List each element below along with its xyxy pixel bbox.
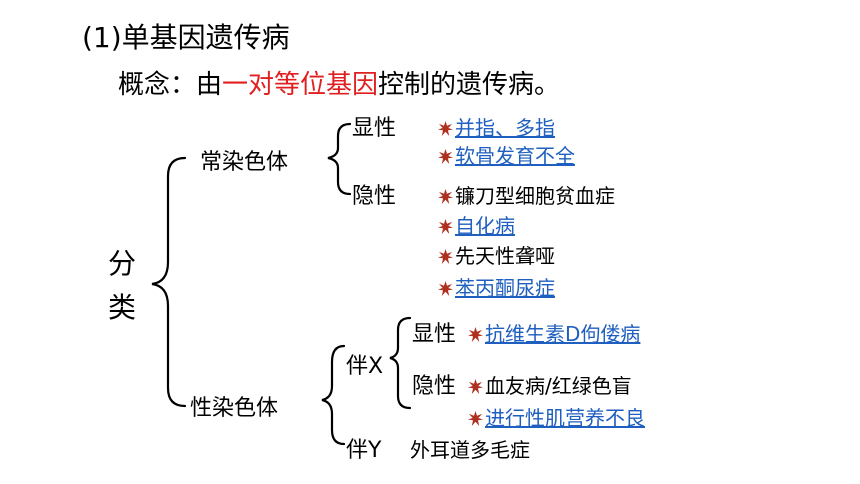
disease-hypertrichosis: 外耳道多毛症 <box>410 438 530 462</box>
list-item: 并指、多指 <box>438 112 555 141</box>
disease-link-albinism[interactable]: 自化病 <box>455 214 515 238</box>
sex-chromosome-label: 性染色体 <box>190 396 279 421</box>
bracket-sex-chromosome <box>321 344 346 446</box>
list-item: 软骨发育不全 <box>438 140 575 169</box>
disease-link-vitamin-d-rickets[interactable]: 抗维生素D佝偻病 <box>485 322 641 346</box>
x-recessive-label: 隐性 <box>412 374 457 399</box>
list-item: 进行性肌营养不良 <box>468 402 645 431</box>
disease-link-achondroplasia[interactable]: 软骨发育不全 <box>455 144 575 168</box>
autosomal-recessive-label: 隐性 <box>352 184 397 209</box>
list-item: 镰刀型细胞贫血症 <box>438 180 615 209</box>
disease-sickle-cell: 镰刀型细胞贫血症 <box>455 184 615 208</box>
disease-link-pku[interactable]: 苯丙酮尿症 <box>455 276 555 300</box>
splat-bullet-icon <box>438 249 453 264</box>
disease-hemophilia-colorblind: 血友病/红绿色盲 <box>485 374 632 398</box>
splat-bullet-icon <box>468 411 483 426</box>
bracket-autosomal <box>327 122 352 196</box>
y-linked-label: 伴Y <box>346 438 382 463</box>
x-linked-label: 伴X <box>346 354 384 379</box>
disease-deafness: 先天性聋哑 <box>455 244 555 268</box>
disease-link-polydactyly[interactable]: 并指、多指 <box>455 116 555 140</box>
splat-bullet-icon <box>468 379 483 394</box>
splat-bullet-icon <box>438 189 453 204</box>
list-item: 抗维生素D佝偻病 <box>468 318 640 347</box>
bracket-classification <box>151 156 187 408</box>
concept-suffix: 控制的遗传病。 <box>378 70 561 100</box>
autosomal-label: 常染色体 <box>200 150 289 175</box>
list-item: 自化病 <box>438 210 515 239</box>
splat-bullet-icon <box>438 219 453 234</box>
splat-bullet-icon <box>438 281 453 296</box>
section-title: (1)单基因遗传病 <box>82 21 290 54</box>
list-item: 先天性聋哑 <box>438 240 555 269</box>
classification-label-2: 类 <box>108 291 137 324</box>
concept-highlight: 一对等位基因 <box>222 70 379 100</box>
autosomal-dominant-label: 显性 <box>352 116 397 141</box>
splat-bullet-icon <box>438 121 453 136</box>
classification-label-1: 分 <box>108 247 137 280</box>
list-item: 苯丙酮尿症 <box>438 272 555 301</box>
list-item: 血友病/红绿色盲 <box>468 370 632 399</box>
concept-prefix: 概念：由 <box>118 70 223 100</box>
concept-line: 概念：由一对等位基因控制的遗传病。 <box>118 64 560 101</box>
splat-bullet-icon <box>468 327 483 342</box>
splat-bullet-icon <box>438 149 453 164</box>
x-dominant-label: 显性 <box>412 322 457 347</box>
disease-link-muscular-dystrophy[interactable]: 进行性肌营养不良 <box>485 406 645 430</box>
bracket-x-linked <box>389 316 412 410</box>
